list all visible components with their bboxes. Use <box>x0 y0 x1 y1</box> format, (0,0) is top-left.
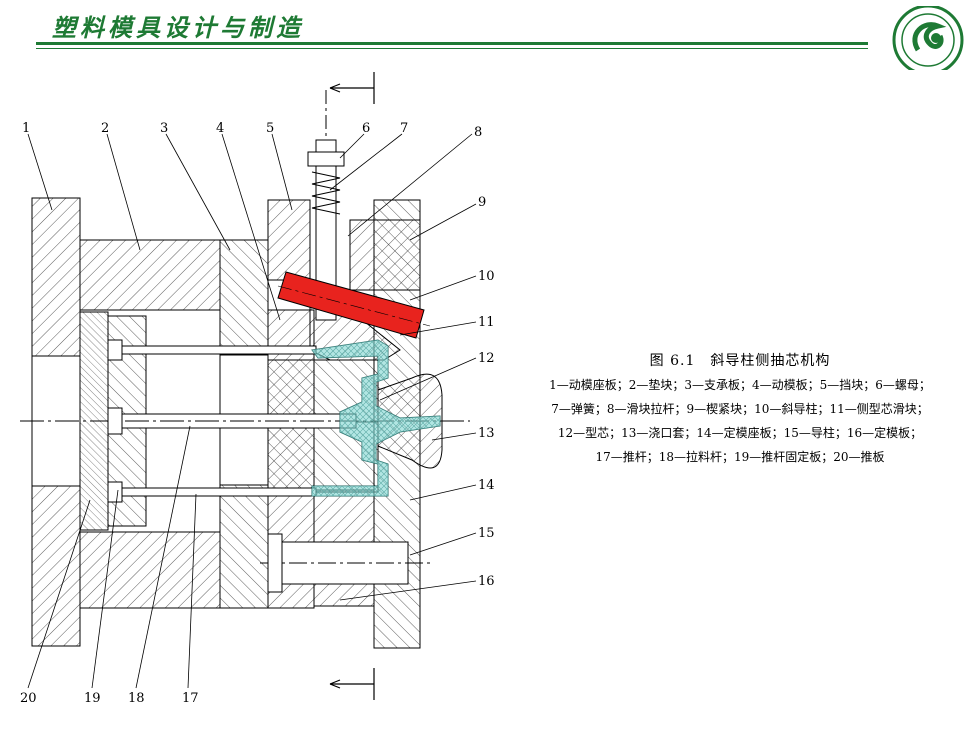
label-10: 10 <box>478 269 495 284</box>
part-2-spacer-block-top <box>79 239 221 311</box>
caption-line: 7—弹簧；8—滑块拉杆；9—楔紧块；10—斜导柱；11—侧型芯滑块； <box>551 402 929 416</box>
header-rule <box>36 42 868 45</box>
label-19: 19 <box>84 691 101 706</box>
caption-title: 图 6.1 斜导柱侧抽芯机构 <box>649 353 831 369</box>
label-18: 18 <box>128 691 145 706</box>
part-2-spacer-block-bottom <box>79 531 221 609</box>
figure-caption: 图 6.1 斜导柱侧抽芯机构 1—动模座板；2—垫块；3—支承板；4—动模板；5… <box>500 350 980 472</box>
part-5-stop-block <box>267 199 311 281</box>
part-7-spring <box>311 171 341 215</box>
caption-line: 1—动模座板；2—垫块；3—支承板；4—动模板；5—挡块；6—螺母； <box>549 378 931 392</box>
page-title: 塑料模具设计与制造 <box>52 14 304 42</box>
part-9-wedge-block <box>349 219 421 291</box>
label-11: 11 <box>478 315 495 330</box>
header-rule-thin <box>36 48 868 49</box>
label-4: 4 <box>216 121 224 136</box>
label-17: 17 <box>182 691 199 706</box>
label-16: 16 <box>478 574 495 589</box>
label-9: 9 <box>478 195 486 210</box>
label-8: 8 <box>474 125 482 140</box>
part-17-ejector-pin-bottom <box>115 487 317 497</box>
label-3: 3 <box>160 121 168 136</box>
part-17-ejector-pin-top <box>115 345 317 355</box>
label-5: 5 <box>266 121 274 136</box>
label-7: 7 <box>400 121 408 136</box>
label-2: 2 <box>101 121 109 136</box>
mold-section-diagram: 1 2 3 4 5 6 7 8 9 10 11 12 13 14 15 16 1… <box>20 72 495 706</box>
label-14: 14 <box>478 478 495 493</box>
label-13: 13 <box>478 426 495 441</box>
caption-line: 12—型芯；13—浇口套；14—定模座板；15—导柱；16—定模板； <box>557 426 923 440</box>
label-6: 6 <box>362 121 370 136</box>
label-12: 12 <box>478 351 495 366</box>
caption-line: 17—推杆；18—拉料杆；19—推杆固定板；20—推板 <box>595 450 885 464</box>
part-8-slider-pull-rod <box>315 139 337 321</box>
label-15: 15 <box>478 526 495 541</box>
university-emblem-icon <box>892 6 964 70</box>
label-20: 20 <box>20 691 37 706</box>
part-6-nut <box>307 151 345 167</box>
label-1: 1 <box>22 121 30 136</box>
